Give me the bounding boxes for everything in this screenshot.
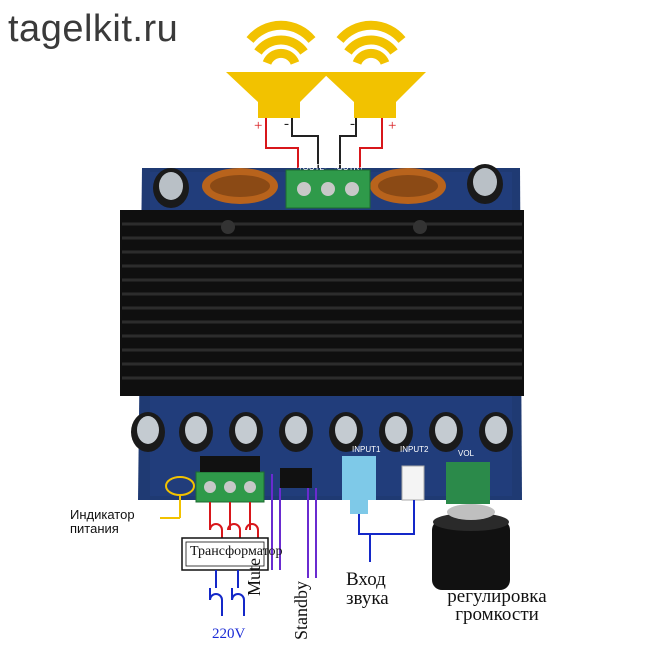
top-capacitors	[153, 164, 503, 208]
input2-connector	[401, 465, 425, 501]
power-wires-red	[209, 502, 259, 540]
out-left-label: +OUTL-	[298, 163, 327, 172]
volume-pot	[432, 462, 510, 590]
speaker-right-icon	[322, 20, 426, 118]
output-terminal	[285, 169, 371, 209]
audio-input-label: Вход звука	[346, 569, 389, 609]
control-wires-purple	[271, 474, 317, 578]
mute-label: Mute	[244, 558, 264, 596]
left-plus-sign: +	[254, 118, 263, 134]
input2-label: INPUT2	[400, 445, 429, 454]
left-minus-sign: -	[284, 116, 289, 132]
voltage-label: 220V	[212, 626, 246, 642]
mains-wires-blue	[209, 570, 245, 616]
audio-wires-blue	[358, 500, 415, 562]
mute-standby-header	[280, 468, 312, 488]
transformer-label: Трансформатор	[190, 544, 283, 559]
right-plus-sign: +	[388, 118, 397, 134]
bottom-capacitors	[131, 412, 513, 452]
right-minus-sign: -	[350, 116, 355, 132]
volume-label: регулировка громкости	[447, 586, 547, 625]
vol-label: VOL	[458, 449, 475, 458]
out-right-label: -OUTR+	[334, 163, 364, 172]
input1-jack	[342, 456, 376, 514]
power-terminal	[195, 456, 265, 503]
transformer-box	[181, 537, 269, 571]
heatsink	[120, 210, 524, 396]
speaker-left-icon	[226, 20, 330, 118]
speaker-wires	[265, 118, 383, 172]
power-indicator-label: Индикатор питания	[70, 507, 135, 536]
standby-label: Standby	[291, 580, 311, 640]
input1-label: INPUT1	[352, 445, 381, 454]
site-watermark: tagelkit.ru	[8, 8, 179, 50]
inductors	[202, 168, 446, 204]
